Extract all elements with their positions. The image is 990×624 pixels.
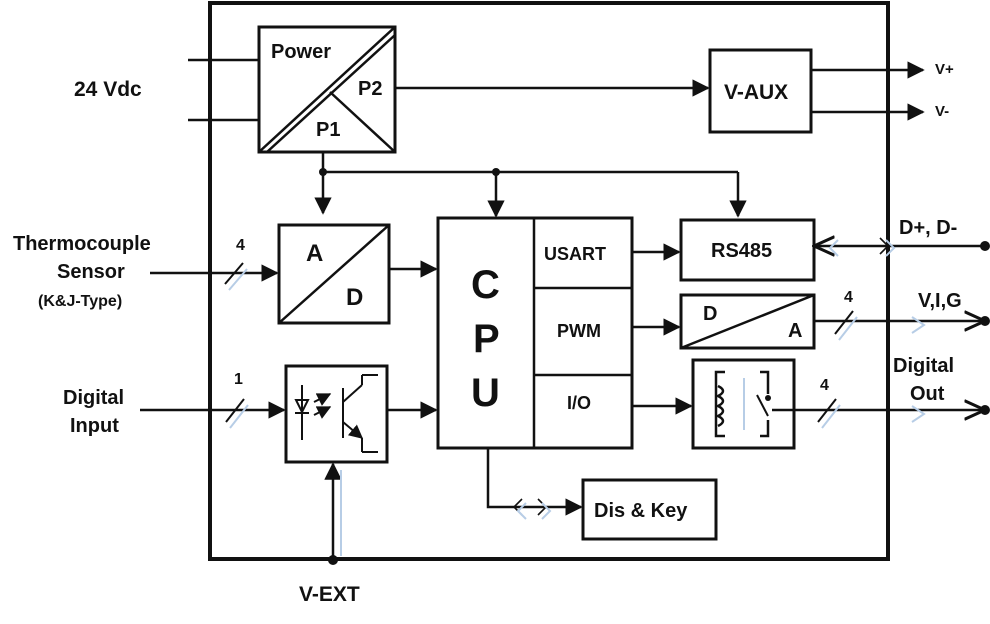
vext-label: V-EXT xyxy=(299,583,360,606)
digital-out-label-1: Digital xyxy=(893,355,954,377)
analog-out-label: V,I,G xyxy=(918,290,962,312)
bus-junction-1 xyxy=(319,168,327,176)
dac-d-label: D xyxy=(703,303,717,325)
rs485-bidir-arrow xyxy=(879,237,890,255)
digital-input-label-1: Digital xyxy=(63,387,124,409)
rs485-out-label: D+, D- xyxy=(899,217,957,239)
cpu-to-display-line xyxy=(486,448,583,516)
vaux-block xyxy=(708,48,813,134)
vminus-label: V- xyxy=(935,103,949,120)
thermocouple-label-1: Thermocouple xyxy=(13,233,151,255)
relay-block xyxy=(691,358,796,450)
rs485-terminal xyxy=(980,241,990,251)
dac-block: D A xyxy=(679,293,816,350)
digital-out-bus-width: 4 xyxy=(820,377,829,394)
cpu-letter-u: U xyxy=(471,371,500,415)
pwm-label: PWM xyxy=(557,321,601,341)
vaux-label: V-AUX xyxy=(724,81,788,104)
cpu-block: C P U USART PWM I/O xyxy=(436,216,634,450)
cpu-letter-p: P xyxy=(473,317,500,361)
display-label: Dis & Key xyxy=(594,500,688,522)
supply-label: 24 Vdc xyxy=(74,78,142,101)
digital-input-bus-width: 1 xyxy=(234,371,243,388)
thermo-bus-width: 4 xyxy=(236,237,245,254)
analog-bus-slash xyxy=(834,310,854,335)
thermocouple-type-label: (K&J-Type) xyxy=(38,293,122,310)
io-label: I/O xyxy=(567,393,591,413)
adc-block: A D xyxy=(277,223,391,325)
digital-input-bus-slash xyxy=(225,398,245,423)
power-block: Power P2 P1 xyxy=(257,25,397,154)
rs485-label: RS485 xyxy=(711,240,772,262)
optocoupler-block xyxy=(284,364,389,464)
thermocouple-label-2: Sensor xyxy=(57,261,125,283)
vext-terminal xyxy=(328,555,338,565)
digital-out-bus-slash xyxy=(817,398,837,423)
p1-label: P1 xyxy=(316,119,340,141)
usart-label: USART xyxy=(544,244,606,264)
vplus-label: V+ xyxy=(935,61,954,78)
analog-terminal xyxy=(980,316,990,326)
adc-a-label: A xyxy=(306,240,323,267)
digital-out-terminal xyxy=(980,405,990,415)
cpu-letter-c: C xyxy=(471,263,500,307)
p2-label: P2 xyxy=(358,78,382,100)
adc-d-label: D xyxy=(346,284,363,311)
digital-input-label-2: Input xyxy=(70,415,119,437)
analog-bus-width: 4 xyxy=(844,289,853,306)
module-enclosure xyxy=(208,1,890,561)
dac-a-label: A xyxy=(788,320,802,342)
display-block xyxy=(581,478,718,541)
digital-out-label-2: Out xyxy=(910,383,945,405)
thermo-bus-slash xyxy=(224,262,244,285)
power-label: Power xyxy=(271,41,331,63)
